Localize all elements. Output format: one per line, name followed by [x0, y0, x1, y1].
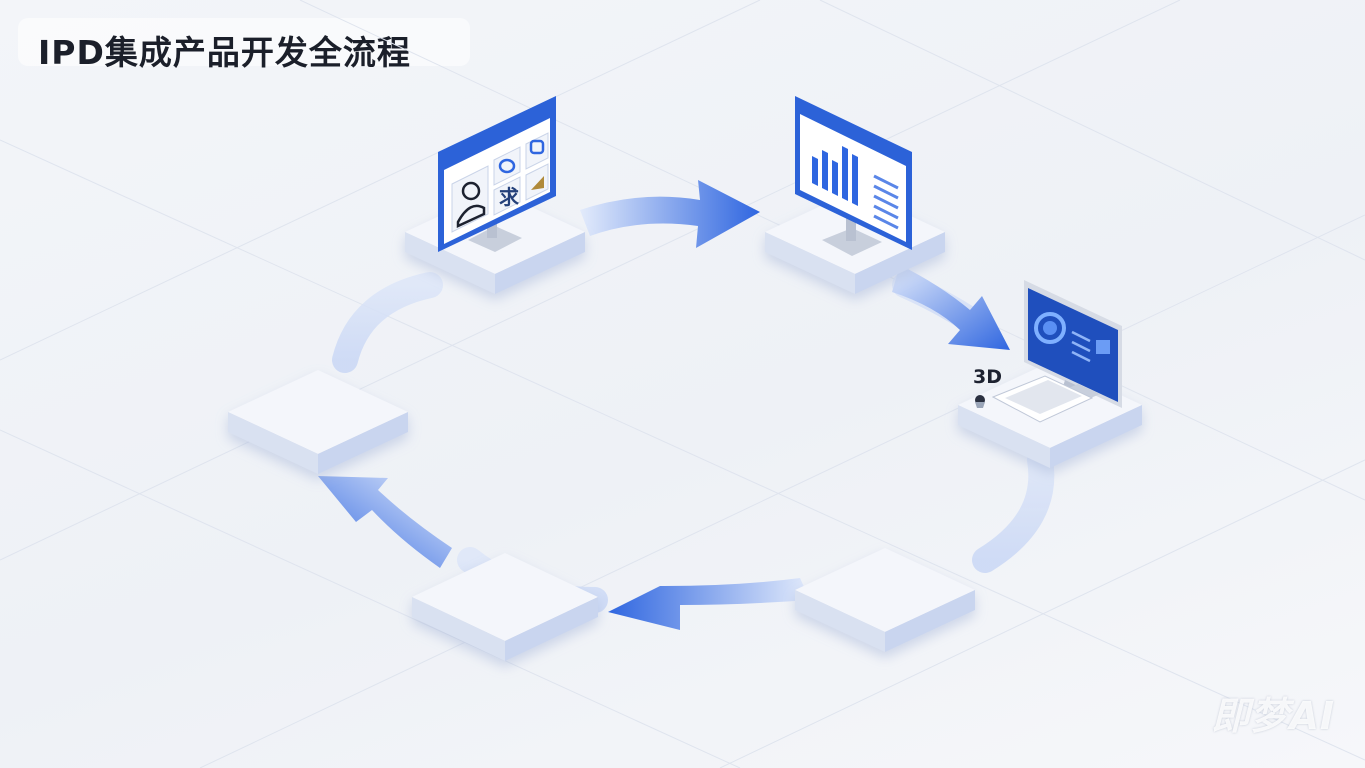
platform-manufacturing — [412, 553, 598, 661]
label-3d: 3D — [973, 366, 1002, 388]
flow-ring — [332, 272, 1055, 613]
platform-monitoring — [228, 370, 408, 474]
arrow-analysis-to-design — [892, 265, 1010, 350]
title-background — [18, 18, 470, 66]
requirement-char: 求 — [499, 185, 520, 209]
arrow-verification-to-manufacturing — [608, 578, 810, 630]
monitor-with-user-and-tiles-icon: 求 — [438, 96, 556, 252]
arrow-requirements-to-analysis — [580, 180, 760, 248]
platform-verification — [795, 548, 975, 652]
watermark-text: 即梦AI — [1211, 694, 1335, 738]
monitor-with-bar-chart-icon — [795, 96, 912, 256]
page-title: IPD集成产品开发全流程 — [38, 33, 411, 72]
arrow-manufacturing-to-monitoring — [318, 476, 452, 568]
desktop-computer-with-keyboard-icon — [975, 280, 1122, 423]
